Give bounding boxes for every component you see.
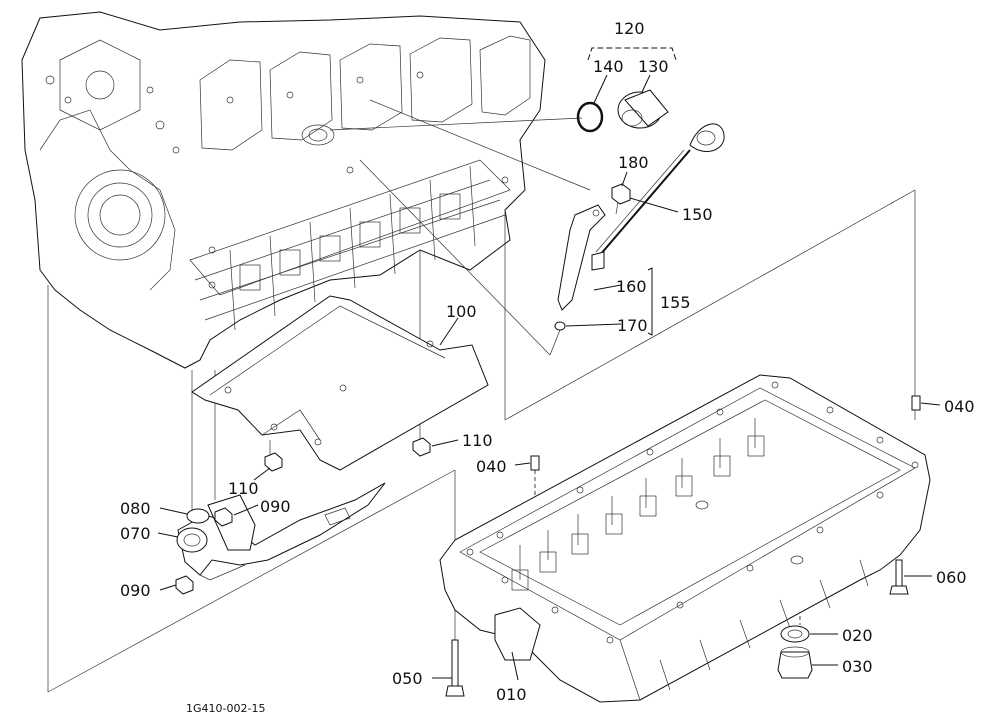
bolt-110-b xyxy=(264,452,283,472)
bolt-110-a xyxy=(412,437,431,457)
leader-lines xyxy=(157,74,941,681)
callout-130: 130 xyxy=(638,57,669,76)
o-ring-080 xyxy=(186,508,210,524)
callout-110-a: 110 xyxy=(462,431,493,450)
oil-filler-cap-130 xyxy=(617,89,669,129)
callout-labels: 120 140 130 180 150 160 155 170 100 040 … xyxy=(120,19,975,715)
callout-030: 030 xyxy=(842,657,873,676)
callout-155: 155 xyxy=(660,293,691,312)
o-ring-170 xyxy=(554,321,566,331)
callout-110-b: 110 xyxy=(228,479,259,498)
callout-040-b: 040 xyxy=(476,457,507,476)
callout-170: 170 xyxy=(617,316,648,335)
bolt-090-a xyxy=(214,507,233,527)
callout-090-a: 090 xyxy=(260,497,291,516)
engine-block xyxy=(21,11,546,369)
oil-gauge-group xyxy=(554,123,725,336)
callout-120: 120 xyxy=(614,19,645,38)
callout-150: 150 xyxy=(682,205,713,224)
oil-baffle-plate-100 xyxy=(191,295,489,471)
oil-gauge-guide-160 xyxy=(557,204,606,311)
callout-050: 050 xyxy=(392,669,423,688)
callout-020: 020 xyxy=(842,626,873,645)
oil-filler-group xyxy=(576,47,677,133)
gasket-020 xyxy=(780,625,810,643)
callout-100: 100 xyxy=(446,302,477,321)
oil-pan-010 xyxy=(439,374,931,703)
bolt-090-b xyxy=(175,575,194,595)
callout-040-a: 040 xyxy=(944,397,975,416)
callout-010: 010 xyxy=(496,685,527,704)
callout-160: 160 xyxy=(616,277,647,296)
dowel-pin-040-a xyxy=(911,395,921,411)
callout-060: 060 xyxy=(936,568,967,587)
bolt-060 xyxy=(889,559,909,595)
bolt-050 xyxy=(445,639,465,697)
dowel-pin-040-b xyxy=(530,455,540,471)
drawing-number: 1G410-002-15 xyxy=(186,702,265,715)
drain-plug-030 xyxy=(777,646,813,679)
callout-140: 140 xyxy=(593,57,624,76)
callout-070: 070 xyxy=(120,524,151,543)
callout-090-b: 090 xyxy=(120,581,151,600)
callout-080: 080 xyxy=(120,499,151,518)
o-ring-140 xyxy=(576,101,604,133)
bolt-180 xyxy=(611,183,631,215)
callout-180: 180 xyxy=(618,153,649,172)
